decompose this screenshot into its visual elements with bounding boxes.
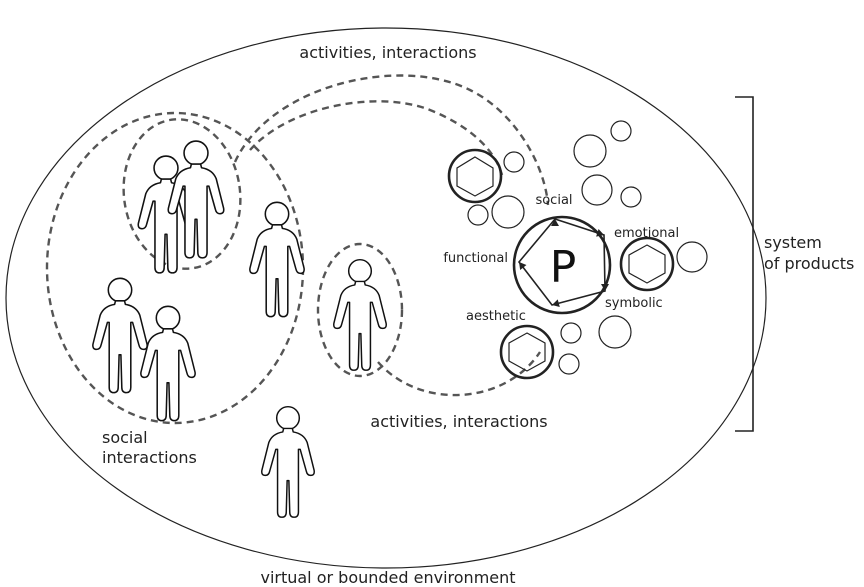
environment-ellipse <box>5 27 767 569</box>
top-activity-loop-outer <box>233 74 550 206</box>
system-label-line2: of products <box>764 254 854 273</box>
person-icon <box>140 305 196 422</box>
couple-group-loop <box>122 118 242 270</box>
bottom-loop-label: activities, interactions <box>370 412 547 431</box>
value-label-emotional: emotional <box>614 226 679 241</box>
related-product-bottom-left <box>499 324 555 380</box>
product-value-pentagon <box>517 218 606 306</box>
social-interactions-label-line2: interactions <box>102 448 197 467</box>
small-product-circles <box>467 120 708 375</box>
social-interactions-label-line1: social <box>102 428 148 447</box>
person-icon <box>92 277 148 394</box>
system-label-line1: system <box>764 233 822 252</box>
related-product-top-left <box>447 148 503 204</box>
person-icon <box>261 405 315 518</box>
bottom-activity-loop <box>377 351 542 397</box>
single-person-loop <box>316 242 404 378</box>
value-label-symbolic: symbolic <box>605 296 663 311</box>
product-symbol: P <box>550 242 577 293</box>
value-label-functional: functional <box>443 251 508 266</box>
main-product-circle <box>512 215 612 315</box>
value-label-aesthetic: aesthetic <box>466 309 526 324</box>
top-activity-loop-inner <box>249 100 504 176</box>
person-icon <box>333 258 387 371</box>
top-loop-label: activities, interactions <box>299 43 476 62</box>
system-bracket <box>735 96 754 432</box>
related-product-right <box>619 236 675 292</box>
environment-label: virtual or bounded environment <box>260 568 515 587</box>
value-label-social: social <box>535 193 572 208</box>
